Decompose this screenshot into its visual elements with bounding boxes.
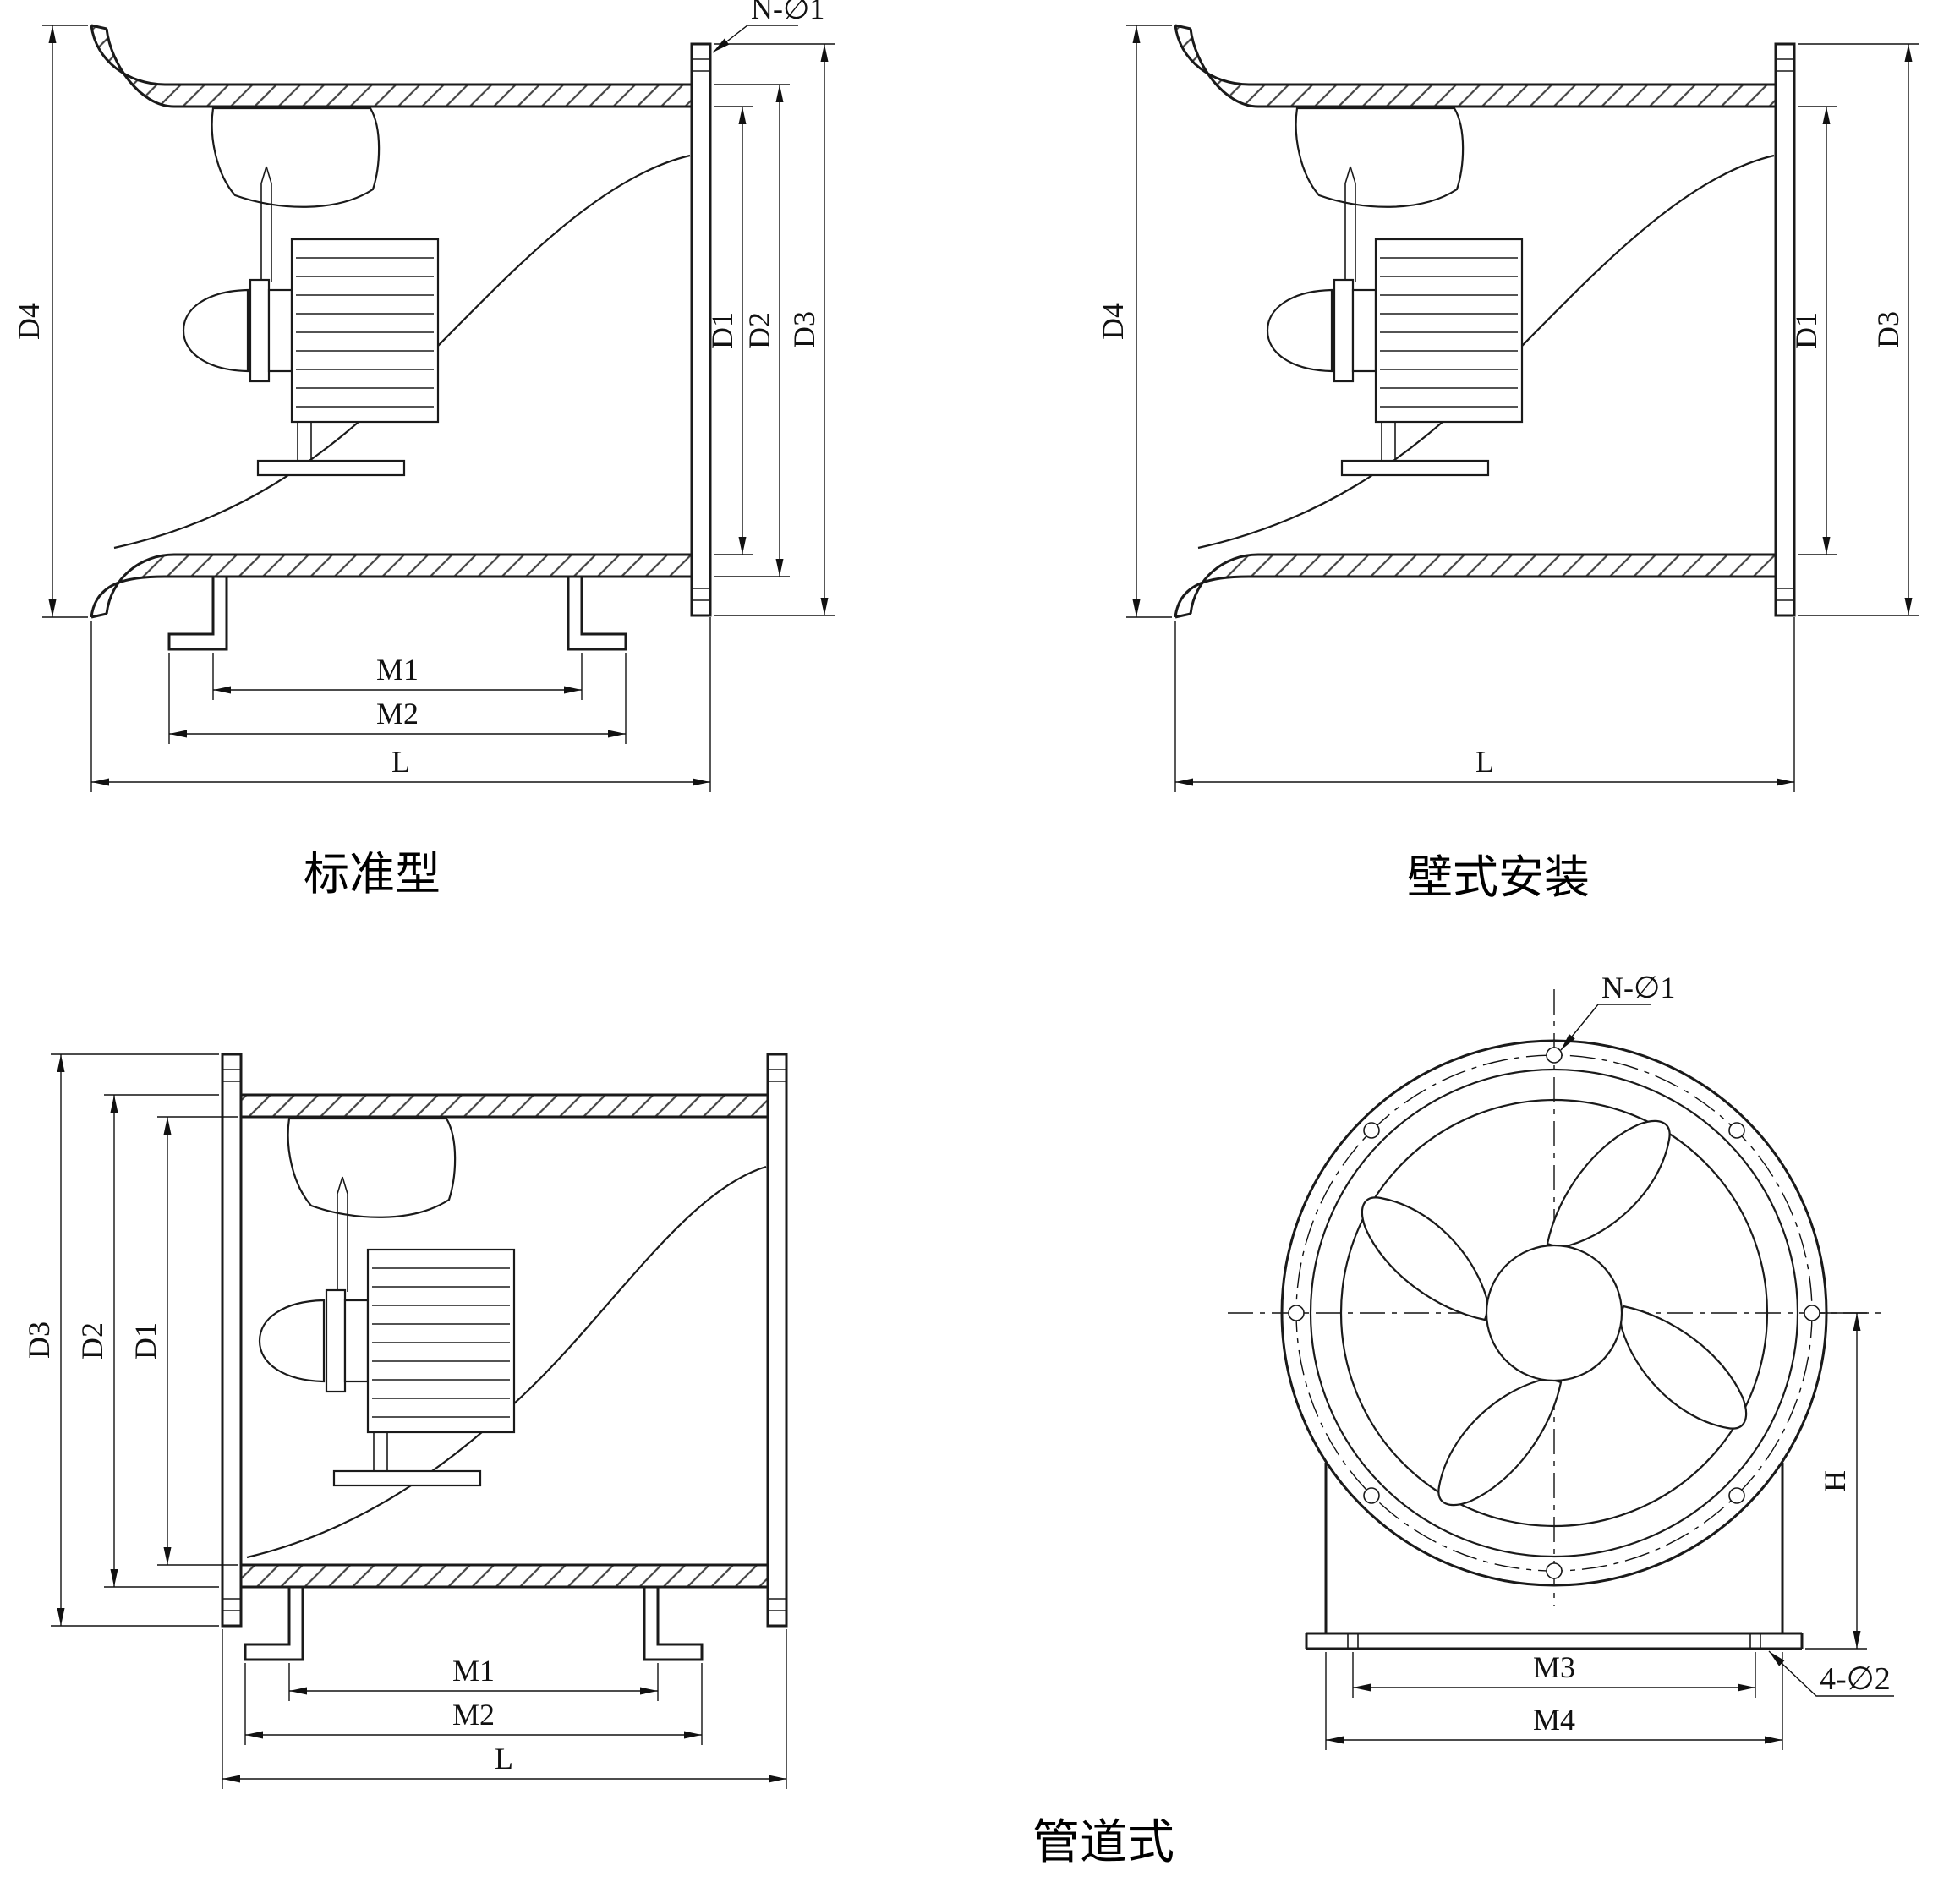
base-plate-hole-ticks xyxy=(1347,1633,1761,1649)
dim-label-m3: M3 xyxy=(1533,1650,1575,1684)
base-plate xyxy=(1305,1632,1804,1650)
view-title-wall: 壁式安装 xyxy=(1407,852,1590,903)
bolt-hole xyxy=(1363,1487,1380,1504)
view-title-standard: 标准型 xyxy=(304,849,441,900)
dim-label-m1: M1 xyxy=(452,1654,495,1688)
dim-label-d3: D3 xyxy=(1871,311,1905,348)
dim-label-l: L xyxy=(1475,745,1494,779)
bolt-hole xyxy=(1546,1562,1563,1579)
dim-label-m2: M2 xyxy=(452,1698,495,1732)
dim-l: L xyxy=(1174,617,1795,792)
flange-bolt-hole-ticks xyxy=(222,1069,786,1611)
dim-label-l: L xyxy=(495,1742,513,1775)
dim-l: L xyxy=(222,1629,787,1789)
outlet-flange xyxy=(766,1053,788,1628)
flange-bolt-holes xyxy=(1288,1047,1820,1579)
dim-d3: D3 xyxy=(1798,43,1919,616)
casing-outline xyxy=(241,1093,768,1589)
dim-m3: M3 xyxy=(1352,1650,1756,1698)
dim-h: H xyxy=(1805,1312,1867,1650)
view-wall-mounted: D4 D1 D3 L 壁式安装 xyxy=(1096,25,1919,903)
view-duct-side: D1 D2 D3 M1 M2 L xyxy=(22,1053,788,1789)
dim-m2: M2 xyxy=(168,653,627,744)
inlet-flange xyxy=(221,1053,243,1628)
dim-label-d1: D1 xyxy=(705,312,739,349)
bolt-hole xyxy=(1728,1487,1745,1504)
view-duct-front: N-∅1 H M3 M4 4-∅2 xyxy=(1228,971,1894,1750)
dim-d2: D2 xyxy=(714,84,790,577)
blade xyxy=(1361,1196,1489,1321)
dim-label-d4: D4 xyxy=(1096,303,1130,340)
dim-label-l: L xyxy=(391,745,410,779)
dim-label-m2: M2 xyxy=(376,697,419,730)
dim-label-d1: D1 xyxy=(1789,312,1823,349)
dim-label-m4: M4 xyxy=(1533,1703,1575,1737)
blade xyxy=(1437,1378,1563,1507)
dim-label-m1: M1 xyxy=(376,653,419,687)
dim-m1: M1 xyxy=(212,653,583,700)
dim-label-d3: D3 xyxy=(22,1321,56,1359)
dim-label-foot-holes: 4-∅2 xyxy=(1820,1661,1891,1697)
base-bracket-sides xyxy=(1324,1463,1784,1633)
bolt-hole xyxy=(1728,1122,1745,1139)
view-standard-type: D4 N-∅1 D1 D2 D3 M1 M xyxy=(12,0,835,900)
flange-inner-rim-circle xyxy=(1309,1068,1799,1558)
blade xyxy=(1546,1119,1671,1248)
dim-label-h: H xyxy=(1818,1470,1852,1492)
dim-d3: D3 xyxy=(22,1053,219,1627)
dim-foot-holes: 4-∅2 xyxy=(1768,1650,1894,1697)
dim-label-flange-holes: N-∅1 xyxy=(751,0,824,25)
dim-l: L xyxy=(90,617,711,792)
dim-m1: M1 xyxy=(288,1654,659,1701)
casing-top-wall-hatch xyxy=(241,1095,768,1117)
dim-d3: D3 xyxy=(714,43,835,616)
dim-d1: D1 xyxy=(705,106,753,555)
casing-bottom-wall-hatch xyxy=(241,1565,768,1587)
dim-m2: M2 xyxy=(244,1663,703,1745)
dim-d2: D2 xyxy=(75,1094,219,1588)
dim-label-d2: D2 xyxy=(742,312,776,349)
bolt-hole xyxy=(1804,1305,1820,1321)
dim-label-d4: D4 xyxy=(12,303,46,340)
dim-label-d1: D1 xyxy=(129,1322,162,1360)
dim-label-flange-holes: N-∅1 xyxy=(1601,971,1675,1004)
blade xyxy=(1619,1305,1748,1430)
dim-flange-holes: N-∅1 xyxy=(1560,971,1675,1051)
dim-m4: M4 xyxy=(1325,1652,1783,1750)
dim-d1: D1 xyxy=(129,1116,238,1566)
bolt-hole xyxy=(1288,1305,1305,1321)
hub-circle xyxy=(1485,1244,1623,1382)
dim-d4: D4 xyxy=(12,25,88,618)
casing-bore-circle xyxy=(1339,1098,1769,1528)
diffuser-fairing-curve xyxy=(246,1165,767,1559)
dim-d4: D4 xyxy=(1096,25,1172,618)
dim-d1: D1 xyxy=(1789,106,1837,555)
impeller-blades xyxy=(1361,1119,1748,1507)
dim-label-d3: D3 xyxy=(787,311,821,348)
bolt-hole xyxy=(1546,1047,1563,1064)
bolt-hole xyxy=(1363,1122,1380,1139)
view-title-duct: 管道式 xyxy=(1032,1817,1174,1869)
dim-label-d2: D2 xyxy=(75,1322,109,1360)
